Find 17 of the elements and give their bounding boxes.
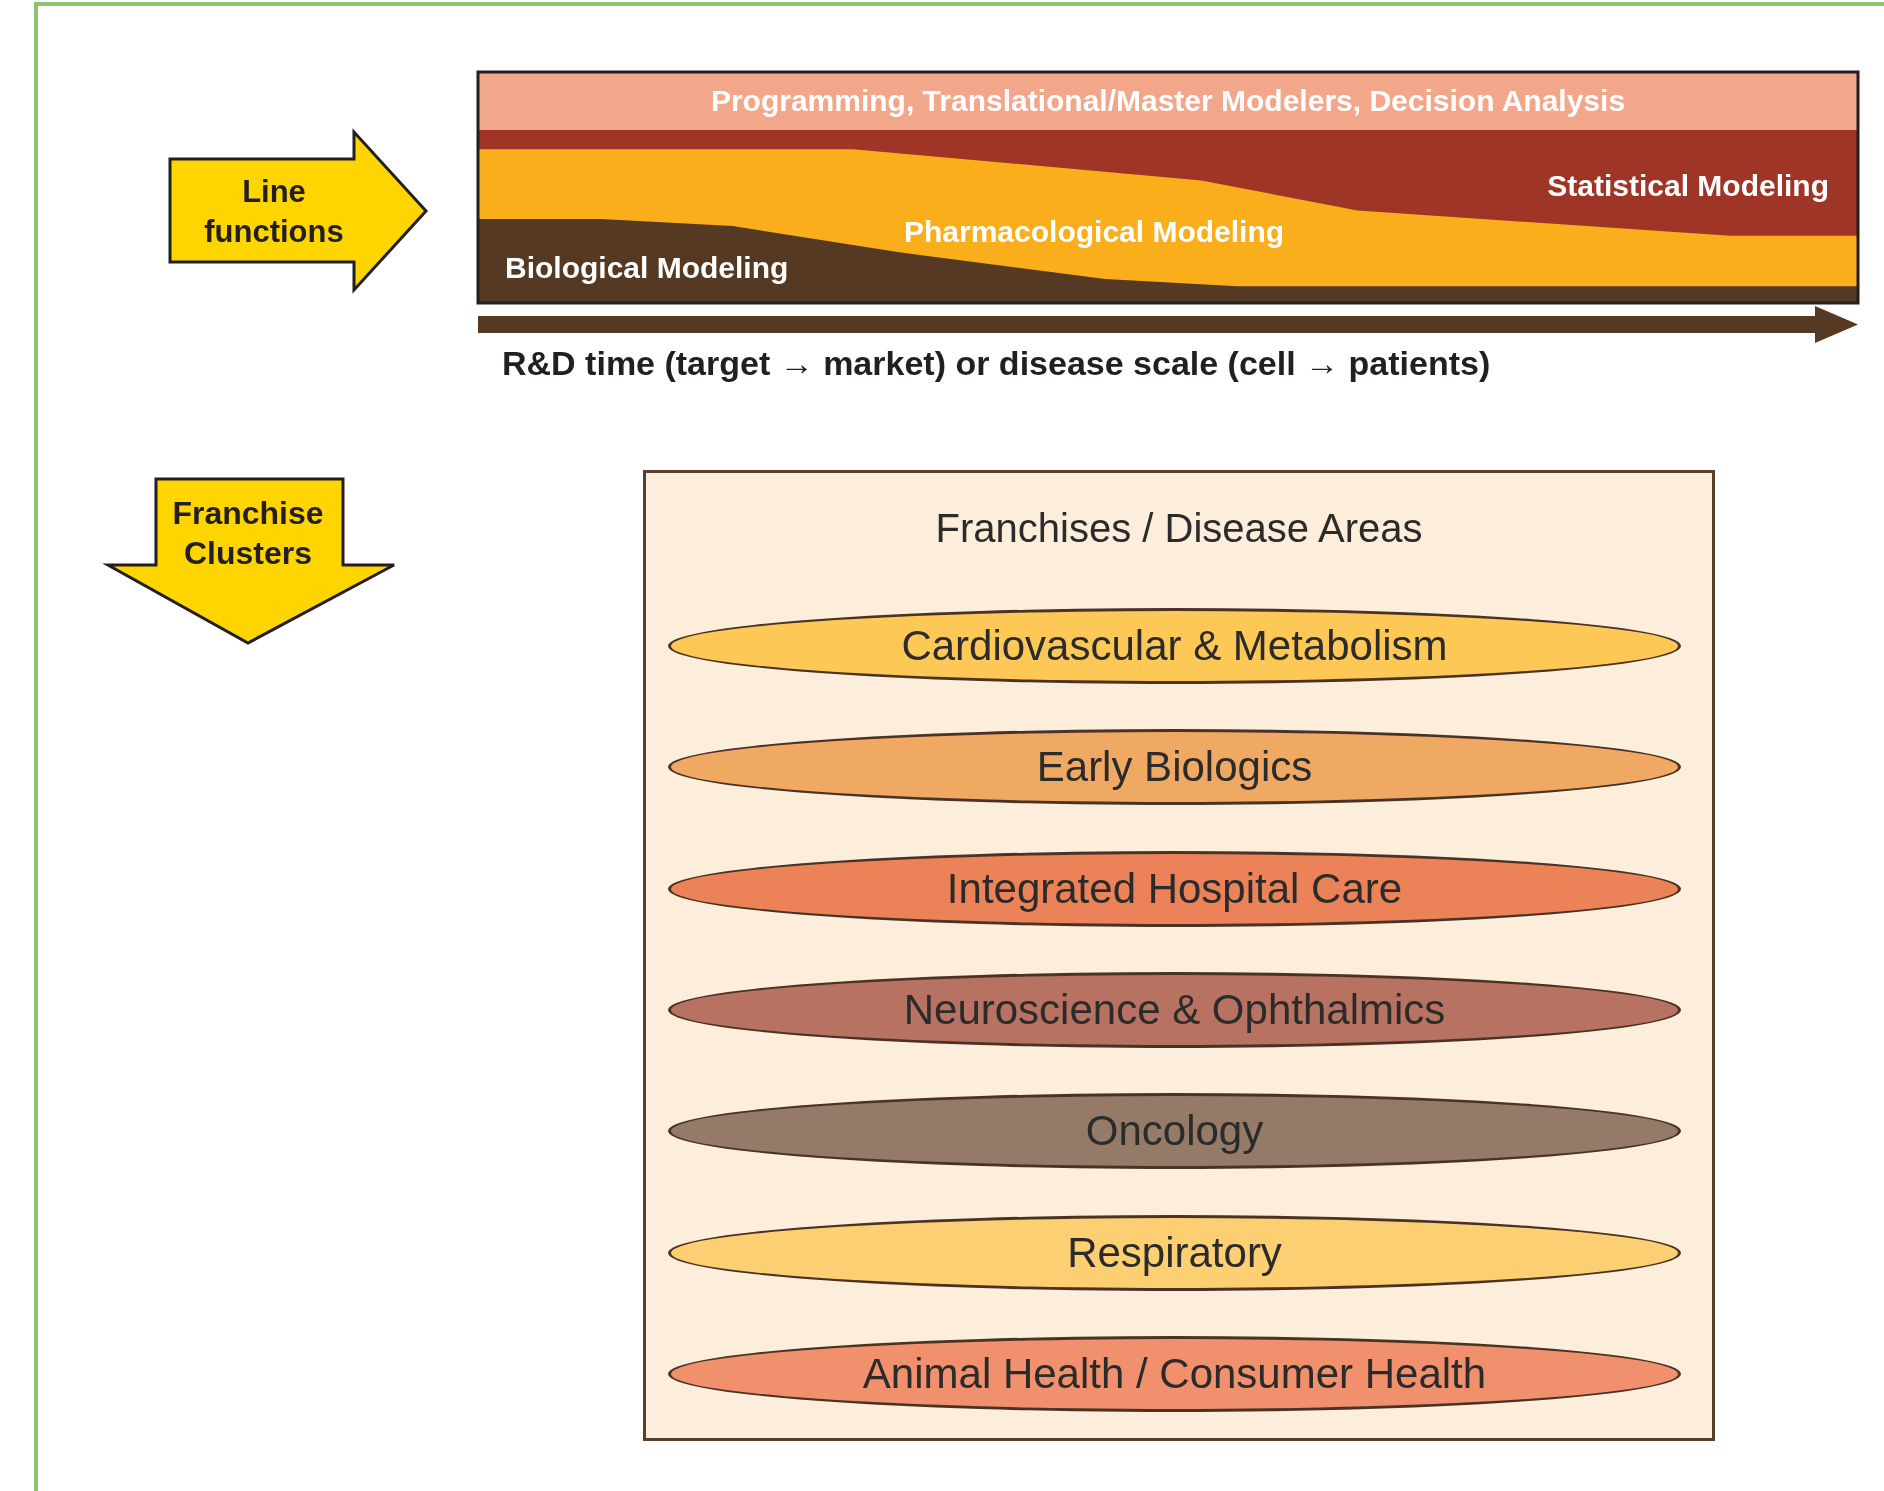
franchise-label: Early Biologics [1035, 743, 1314, 792]
band-label: Statistical Modeling [1547, 168, 1829, 204]
arrow-label: Line functions [203, 173, 345, 251]
franchise-label: Animal Health / Consumer Health [861, 1349, 1488, 1398]
franchise-panel [643, 470, 1715, 1441]
franchise-label: Cardiovascular & Metabolism [900, 622, 1449, 670]
header-bar [478, 72, 1858, 130]
franchise-label: Respiratory [1066, 1228, 1283, 1277]
franchise-label: Integrated Hospital Care [945, 864, 1404, 913]
franchise-label: Neuroscience & Ophthalmics [902, 985, 1447, 1034]
band-label: Biological Modeling [505, 250, 789, 286]
band-label: Pharmacological Modeling [904, 214, 1285, 250]
axis-label: R&D time (target → market) or disease scale (cell → patients) [502, 344, 1491, 383]
panel-title: Franchises / Disease Areas [934, 506, 1424, 551]
bar-label: Programming, Translational/Master Modelers, Decision Analysis [709, 84, 1627, 118]
franchise-label: Oncology [1084, 1107, 1265, 1156]
arrow-label: Franchise Clusters [171, 494, 325, 573]
